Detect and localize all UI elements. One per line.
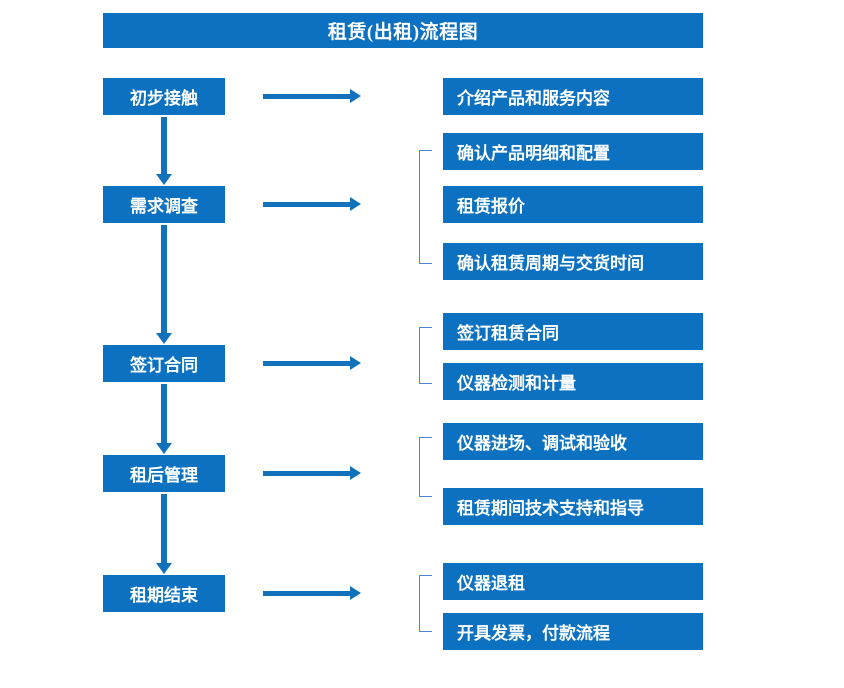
horizontal-arrow-3 (263, 356, 361, 370)
horizontal-arrow-5 (263, 586, 361, 600)
detail-box-8[interactable]: 租赁期间技术支持和指导 (443, 488, 703, 525)
group-bracket-contract (419, 327, 432, 384)
group-bracket-end (419, 575, 432, 632)
detail-box-3[interactable]: 租赁报价 (443, 186, 703, 223)
group-bracket-requirements (419, 150, 432, 264)
stage-box-1[interactable]: 初步接触 (103, 78, 225, 115)
group-bracket-management (419, 437, 432, 497)
chart-title: 租赁(出租)流程图 (103, 13, 703, 48)
horizontal-arrow-1 (263, 89, 361, 103)
detail-box-2[interactable]: 确认产品明细和配置 (443, 133, 703, 170)
horizontal-arrow-4 (263, 466, 361, 480)
vertical-arrow-2 (156, 225, 172, 344)
horizontal-arrow-2 (263, 197, 361, 211)
stage-box-5[interactable]: 租期结束 (103, 575, 225, 612)
stage-box-3[interactable]: 签订合同 (103, 345, 225, 382)
detail-box-7[interactable]: 仪器进场、调试和验收 (443, 423, 703, 460)
detail-box-6[interactable]: 仪器检测和计量 (443, 363, 703, 400)
stage-box-4[interactable]: 租后管理 (103, 455, 225, 492)
vertical-arrow-3 (156, 384, 172, 454)
detail-box-4[interactable]: 确认租赁周期与交货时间 (443, 243, 703, 280)
vertical-arrow-4 (156, 494, 172, 574)
detail-box-5[interactable]: 签订租赁合同 (443, 313, 703, 350)
detail-box-10[interactable]: 开具发票，付款流程 (443, 613, 703, 650)
detail-box-1[interactable]: 介绍产品和服务内容 (443, 78, 703, 115)
detail-box-9[interactable]: 仪器退租 (443, 563, 703, 600)
stage-box-2[interactable]: 需求调查 (103, 186, 225, 223)
vertical-arrow-1 (156, 117, 172, 185)
